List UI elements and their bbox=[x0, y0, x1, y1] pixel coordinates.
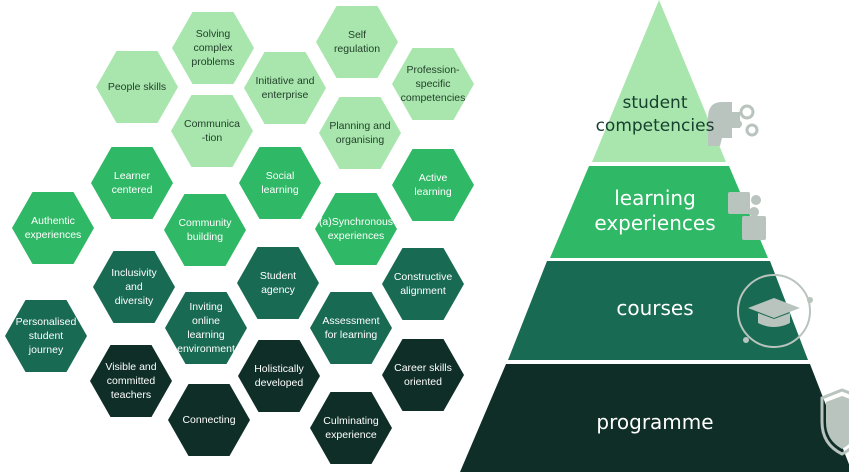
competency-hexagon-grid: Solving complex problems Self regulation… bbox=[5, 6, 474, 464]
hexagon: Community building bbox=[164, 194, 246, 266]
hexagon-label: Active learning bbox=[414, 172, 452, 198]
pyramid-tier-student-competencies bbox=[592, 0, 726, 162]
pyramid-graphic bbox=[460, 0, 849, 472]
hexagon-label: Culminating experience bbox=[323, 415, 379, 441]
hexagon: Communica -tion bbox=[171, 95, 253, 167]
hexagon-label: Self regulation bbox=[333, 29, 381, 55]
hexagon: Authentic experiences bbox=[12, 192, 94, 264]
hexagon-label: Profession- specific competencies bbox=[400, 64, 466, 104]
hexagon: Initiative and enterprise bbox=[244, 52, 326, 124]
hexagon: Connecting bbox=[168, 384, 250, 456]
hexagon: Culminating experience bbox=[310, 392, 392, 464]
hexagon: Student agency bbox=[237, 247, 319, 319]
hexagon-label: Visible and committed teachers bbox=[105, 361, 157, 401]
hexagon: (a)Synchronous experiences bbox=[315, 193, 397, 265]
hexagon-label: Community building bbox=[178, 217, 232, 243]
hexagon: Holistically developed bbox=[238, 340, 320, 412]
hexagon: Visible and committed teachers bbox=[90, 345, 172, 417]
pyramid-tier-learning-experiences bbox=[550, 166, 768, 258]
hexagon-label: Learner centered bbox=[111, 170, 153, 196]
gears-head-icon bbox=[708, 102, 759, 146]
hexagon: Personalised student journey bbox=[5, 300, 87, 372]
hexagon-label: Inclusivity and diversity bbox=[111, 267, 157, 307]
hexagon-label: Connecting bbox=[182, 414, 236, 426]
hexagon-label: Solving complex problems bbox=[191, 28, 235, 68]
hexagon: Planning and organising bbox=[319, 97, 401, 169]
hexagon-label: Initiative and enterprise bbox=[255, 75, 315, 101]
hexagon-label: Holistically developed bbox=[254, 363, 304, 389]
hexagon-label: Social learning bbox=[261, 170, 299, 196]
hexagon: Assessment for learning bbox=[310, 292, 392, 364]
hexagon-label: Communica -tion bbox=[183, 118, 241, 144]
tier-label-programme: programme bbox=[596, 410, 714, 434]
pyramid-tier-programme bbox=[460, 364, 849, 472]
tier-label-courses: courses bbox=[616, 296, 694, 320]
graduation-cap-icon bbox=[737, 274, 813, 348]
hexagon-label: Career skills oriented bbox=[394, 362, 452, 388]
hexagon-label: Constructive alignment bbox=[393, 271, 453, 297]
hexagon-label: Planning and organising bbox=[329, 120, 391, 146]
hexagon: Inviting online learning environment bbox=[165, 292, 247, 364]
hexagon-label: People skills bbox=[107, 81, 167, 93]
hexagon: Social learning bbox=[239, 147, 321, 219]
hexagon: Solving complex problems bbox=[172, 12, 254, 84]
curriculum-pyramid: student competencies learning experience… bbox=[440, 0, 849, 472]
hexagon: Self regulation bbox=[316, 6, 398, 78]
hexagon-label: Assessment for learning bbox=[322, 315, 380, 341]
hexagon: Inclusivity and diversity bbox=[93, 251, 175, 323]
tier-label-learning-experiences: learning experiences bbox=[594, 186, 716, 235]
hexagon-label: Student agency bbox=[259, 270, 297, 296]
hexagon-label: Personalised student journey bbox=[15, 316, 77, 356]
hexagon-label: Inviting online learning environment bbox=[177, 301, 235, 355]
hexagon-label: Authentic experiences bbox=[24, 215, 82, 241]
hexagon: Learner centered bbox=[91, 147, 173, 219]
shield-icon bbox=[820, 388, 849, 456]
hexagon: People skills bbox=[96, 51, 178, 123]
tier-label-student-competencies: student competencies bbox=[595, 93, 715, 136]
puzzle-icon bbox=[728, 192, 766, 240]
pyramid-tier-courses bbox=[508, 261, 808, 360]
hexagon-label: (a)Synchronous experiences bbox=[318, 216, 394, 242]
